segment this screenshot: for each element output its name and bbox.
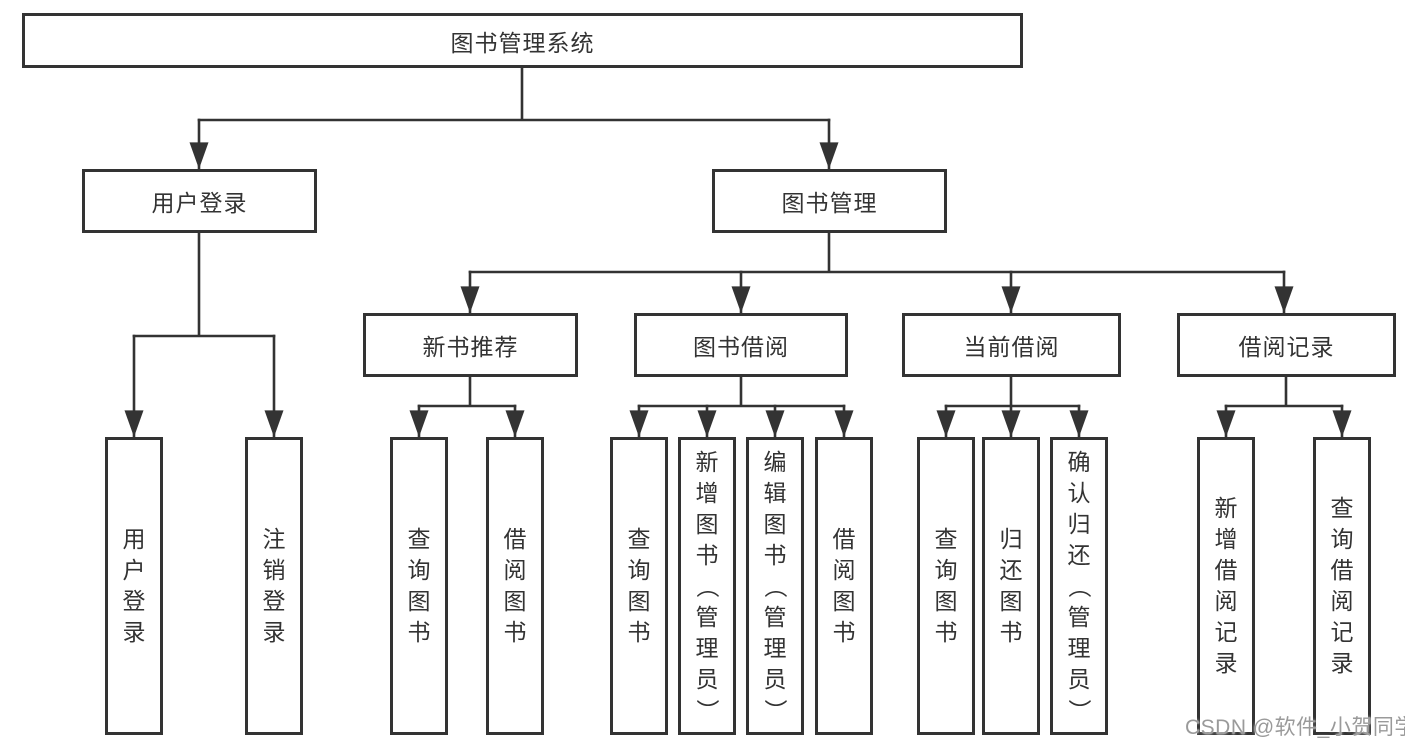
connector-book-borrow-branch	[629, 375, 854, 439]
leaf-label: 借阅图书	[832, 526, 856, 645]
leaf-bb-edit-book-admin: 编辑图书（管理员）	[746, 437, 804, 735]
node-user-login: 用户登录	[82, 169, 317, 233]
leaf-label: 新增借阅记录	[1214, 495, 1238, 676]
leaf-bb-add-book-admin: 新增图书（管理员）	[678, 437, 736, 735]
leaf-label: 查询借阅记录	[1330, 495, 1354, 676]
leaf-user-login: 用户登录	[105, 437, 163, 735]
leaf-cb-query-book: 查询图书	[917, 437, 975, 735]
leaf-label: 新增图书（管理员）	[694, 448, 721, 722]
leaf-logout-login: 注销登录	[245, 437, 303, 735]
leaf-cb-confirm-return-admin: 确认归还（管理员）	[1050, 437, 1108, 735]
leaf-nbr-borrow-book: 借阅图书	[486, 437, 544, 735]
csdn-watermark: CSDN @软件_小贺同学	[1185, 716, 1405, 739]
leaf-label: 归还图书	[999, 526, 1023, 645]
connector-new-book-branch	[409, 375, 525, 439]
leaf-label: 确认归还（管理员）	[1066, 448, 1093, 722]
connector-root-to-level2	[189, 66, 839, 171]
leaf-label: 用户登录	[122, 526, 146, 645]
node-book-borrow: 图书借阅	[634, 313, 848, 377]
leaf-br-query-record: 查询借阅记录	[1313, 437, 1371, 735]
connector-current-borrow-branch	[936, 375, 1089, 439]
leaf-nbr-query-book: 查询图书	[390, 437, 448, 735]
node-new-book-recommend: 新书推荐	[363, 313, 578, 377]
leaf-label: 查询图书	[627, 526, 651, 645]
connector-book-mgmt-branch	[460, 231, 1294, 315]
leaf-bb-borrow-book: 借阅图书	[815, 437, 873, 735]
node-book-management: 图书管理	[712, 169, 947, 233]
connector-borrow-record-branch	[1216, 375, 1352, 439]
leaf-label: 借阅图书	[503, 526, 527, 645]
leaf-br-add-record: 新增借阅记录	[1197, 437, 1255, 735]
leaf-label: 查询图书	[407, 526, 431, 645]
node-current-borrow: 当前借阅	[902, 313, 1121, 377]
leaf-label: 注销登录	[262, 526, 286, 645]
leaf-label: 编辑图书（管理员）	[762, 448, 789, 722]
leaf-bb-query-book: 查询图书	[610, 437, 668, 735]
leaf-label: 查询图书	[934, 526, 958, 645]
connector-user-login-branch	[124, 231, 284, 439]
leaf-cb-return-book: 归还图书	[982, 437, 1040, 735]
node-borrow-record: 借阅记录	[1177, 313, 1396, 377]
node-root-system: 图书管理系统	[22, 13, 1023, 68]
